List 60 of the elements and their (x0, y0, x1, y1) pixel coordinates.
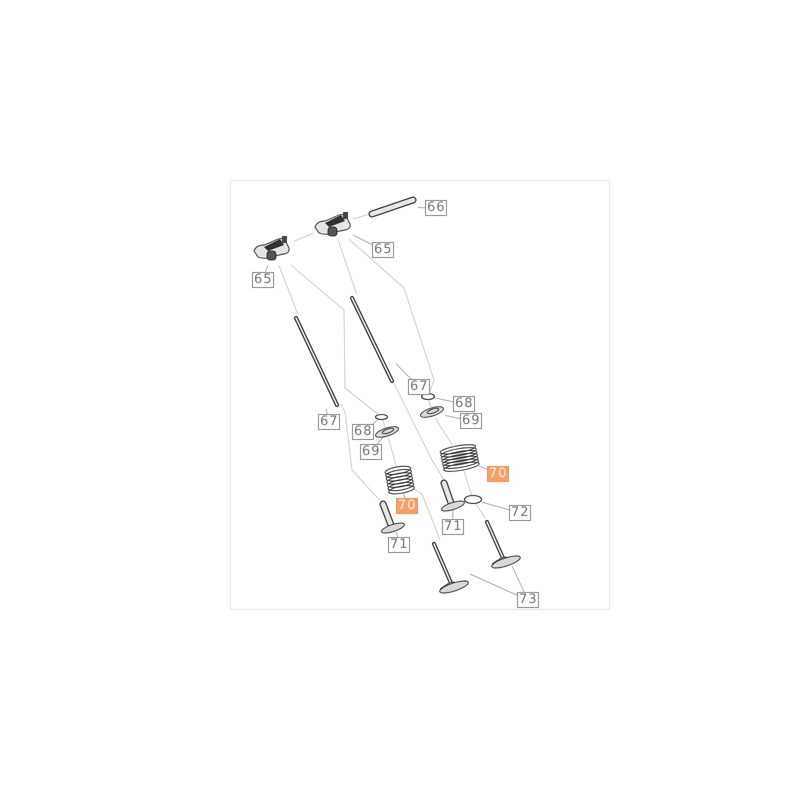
leader-line (444, 414, 460, 420)
callout-number: 70 (487, 466, 509, 482)
spring-retainer-drawing (375, 426, 399, 438)
assembly-line (352, 214, 368, 220)
leader-line (434, 398, 454, 402)
assembly-line (337, 238, 357, 294)
rocker-arm-drawing (314, 212, 351, 236)
assembly-line (414, 488, 441, 540)
callout-number: 65 (372, 242, 394, 258)
valve-spring-drawing (440, 444, 480, 472)
leader-line (372, 420, 378, 424)
assembly-line (428, 400, 432, 408)
leader-line (403, 494, 406, 498)
leader-line (396, 363, 412, 380)
assembly-line (382, 420, 386, 428)
assembly-line (348, 238, 434, 394)
callout-number: 65 (252, 272, 274, 288)
rocker-shaft-drawing (368, 196, 416, 218)
leader-line (418, 207, 426, 208)
leader-line (326, 408, 328, 414)
rocker-arm-drawing (254, 236, 290, 260)
callout-number: 71 (388, 537, 410, 553)
callout-number: 66 (425, 200, 447, 216)
circle-shape (464, 494, 482, 504)
pushrod-drawing (350, 296, 394, 383)
spring-retainer-drawing (420, 406, 444, 418)
callout-number: 71 (442, 519, 464, 535)
assembly-line (340, 402, 380, 502)
callout-number: 69 (360, 444, 382, 460)
leader-line (470, 574, 518, 596)
callout-number: 67 (318, 414, 340, 430)
leader-line (377, 438, 383, 444)
assembly-line (476, 504, 486, 518)
circle-shape (420, 392, 436, 400)
callout-number: 70 (396, 498, 418, 514)
callout-number: 72 (509, 505, 531, 521)
leader-line (478, 466, 488, 470)
valve-drawing (432, 542, 469, 594)
valve-drawing (485, 520, 521, 568)
circle-shape (374, 414, 388, 420)
assembly-line (464, 470, 472, 496)
leader-line (452, 510, 454, 520)
leader-line (512, 566, 524, 592)
callout-number: 68 (352, 424, 374, 440)
leader-line (352, 234, 372, 245)
callout-number: 68 (453, 396, 475, 412)
callout-number: 67 (408, 379, 430, 395)
sleeve-drawing (440, 480, 465, 512)
assembly-line (394, 384, 444, 480)
leader-line (482, 502, 510, 510)
callout-number: 73 (517, 592, 539, 608)
assembly-line (278, 264, 298, 314)
pushrod-drawing (294, 316, 339, 407)
leader-line (265, 264, 268, 272)
assembly-line (290, 264, 378, 414)
assembly-line (388, 438, 397, 466)
assembly-line (434, 418, 452, 446)
assembly-line (294, 232, 314, 242)
valve-spring-drawing (384, 466, 415, 494)
callout-number: 69 (460, 413, 482, 429)
